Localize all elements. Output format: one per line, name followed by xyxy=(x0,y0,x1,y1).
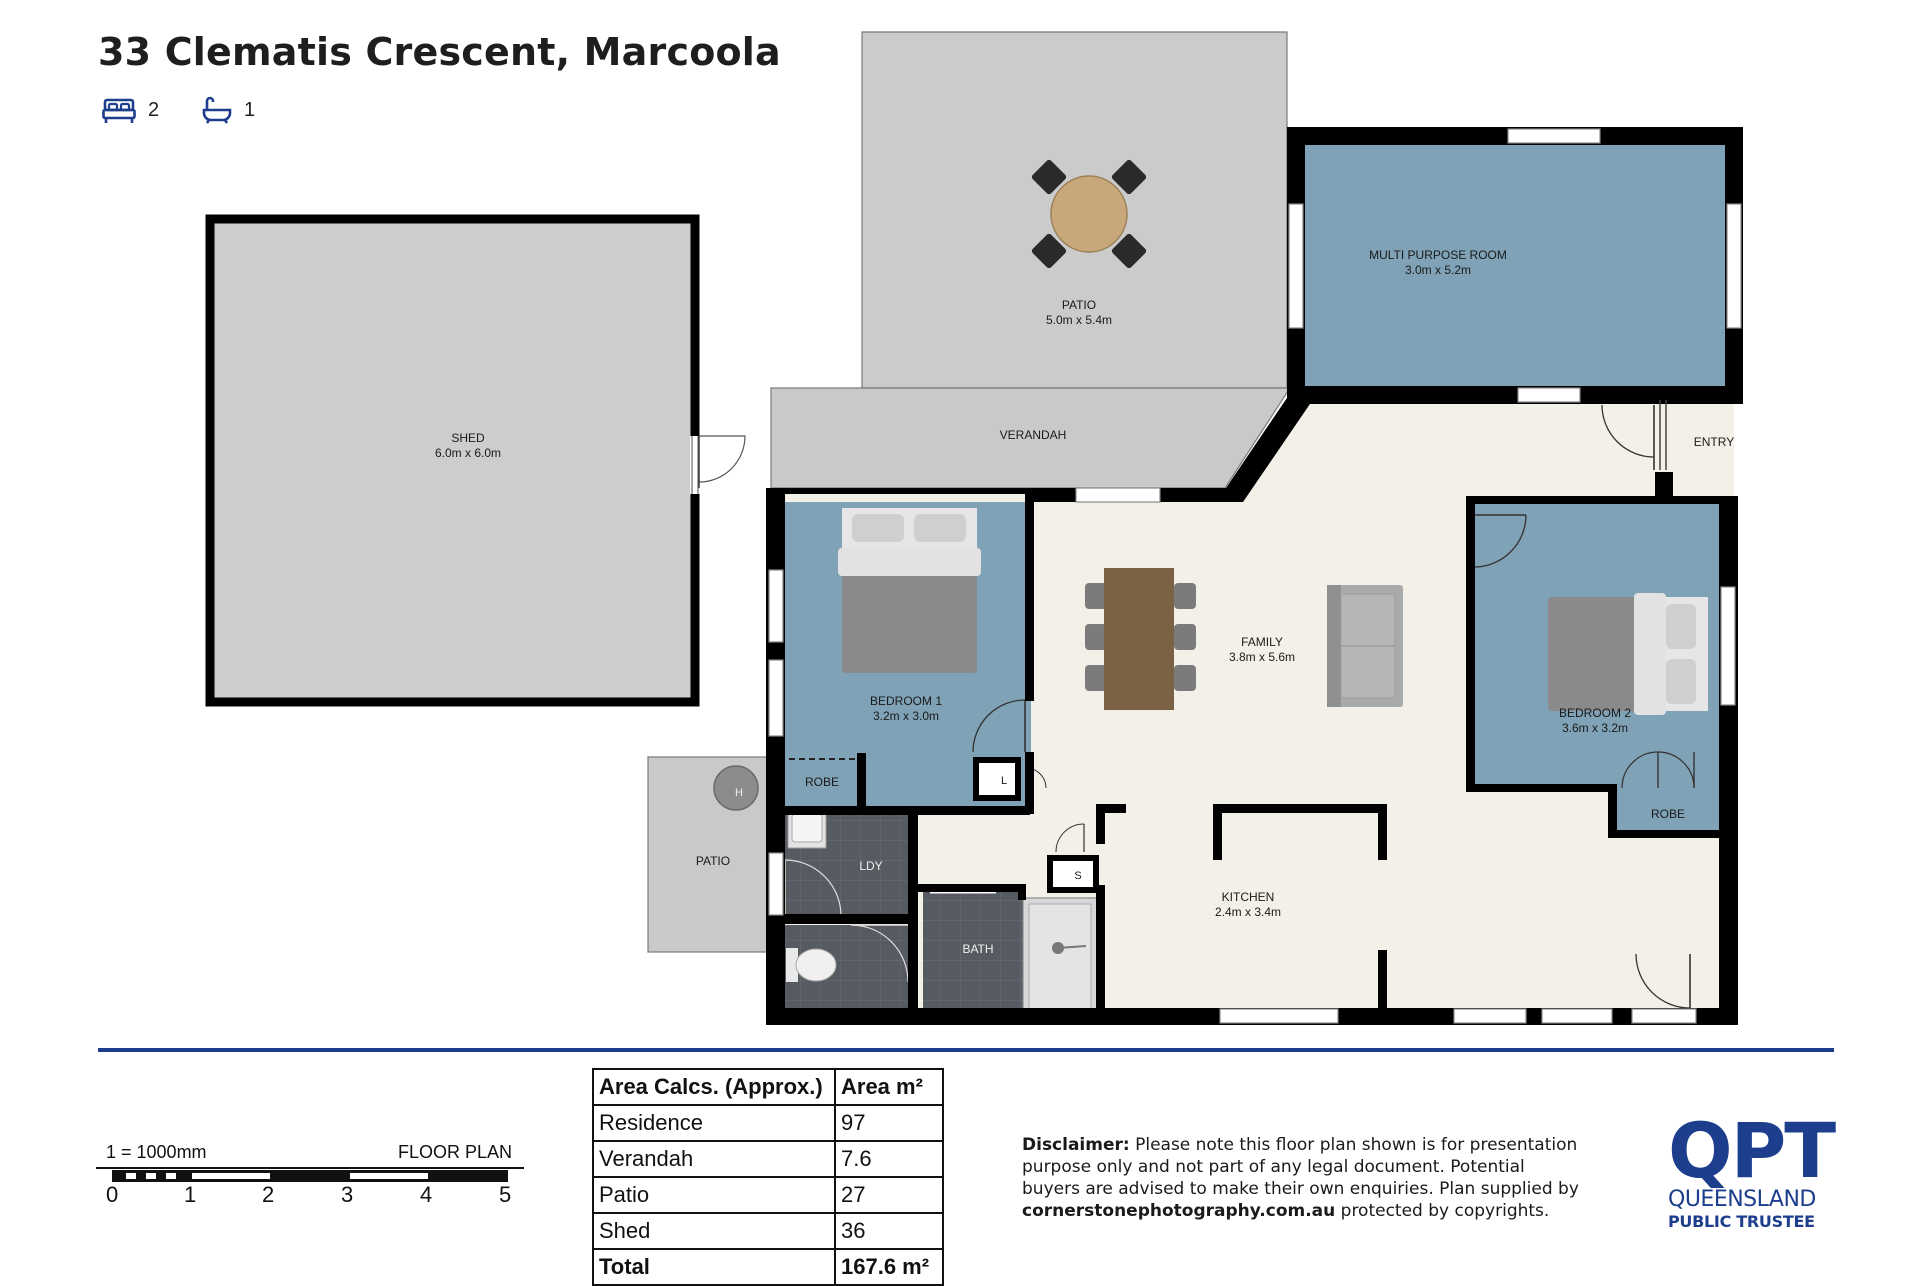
disclaimer-site-link[interactable]: cornerstonephotography.com.au xyxy=(1022,1201,1336,1221)
disclaimer-text: Please note this floor plan shown is for… xyxy=(1022,1135,1579,1199)
windows xyxy=(768,128,1742,1024)
shed-size: 6.0m x 6.0m xyxy=(435,446,501,460)
scale-tick-3: 3 xyxy=(341,1182,354,1207)
table-header-row: Area Calcs. (Approx.) Area m² xyxy=(592,1068,944,1106)
multi-purpose-room xyxy=(1287,127,1743,404)
linen-cupboard xyxy=(973,757,1021,801)
qpt-logo: QPT QUEENSLAND PUBLIC TRUSTEE xyxy=(1668,1106,1838,1231)
row-value: 36 xyxy=(834,1212,944,1250)
bedroom1-size: 3.2m x 3.0m xyxy=(873,709,939,723)
family-size: 3.8m x 5.6m xyxy=(1229,650,1295,664)
disclaimer-heading: Disclaimer: xyxy=(1022,1135,1130,1155)
store-cupboard xyxy=(1047,855,1099,893)
shed-room xyxy=(205,214,746,707)
table-header-name: Area Calcs. (Approx.) xyxy=(592,1068,836,1106)
disclaimer: Disclaimer: Please note this floor plan … xyxy=(1022,1134,1582,1222)
dining-table-icon xyxy=(1085,568,1196,710)
scale-tick-0: 0 xyxy=(106,1182,119,1207)
shed-label: SHED xyxy=(451,431,485,445)
bedroom2-size: 3.6m x 3.2m xyxy=(1562,721,1628,735)
bed-icon xyxy=(838,508,981,673)
bath-label: BATH xyxy=(962,942,993,956)
bedroom2-door xyxy=(1473,514,1527,568)
store-label: S xyxy=(1074,870,1081,882)
robe1-label: ROBE xyxy=(805,775,839,789)
table-header-area: Area m² xyxy=(834,1068,944,1106)
verandah-label: VERANDAH xyxy=(1000,428,1067,442)
table-row: Shed 36 xyxy=(592,1212,944,1250)
bedroom1-door xyxy=(972,699,1026,753)
scale-tick-5: 5 xyxy=(499,1182,512,1207)
bath-room xyxy=(923,892,1023,1018)
table-row: Patio 27 xyxy=(592,1176,944,1214)
linen-label: L xyxy=(1001,775,1007,787)
scale-bar xyxy=(96,1167,524,1182)
kitchen-door xyxy=(1635,953,1691,1009)
area-calcs-table: Area Calcs. (Approx.) Area m² Residence … xyxy=(592,1068,944,1286)
patio-top-label: PATIO xyxy=(1062,298,1096,312)
bedroom2-label: BEDROOM 2 xyxy=(1559,706,1631,720)
row-name: Verandah xyxy=(592,1140,836,1178)
toilet-door xyxy=(850,924,909,983)
disclaimer-tail: protected by copyrights. xyxy=(1335,1201,1550,1221)
logo-line1: QUEENSLAND xyxy=(1668,1187,1816,1212)
patio-top-area xyxy=(861,31,1288,389)
shower-icon xyxy=(1022,897,1098,1017)
dining-table-round-icon xyxy=(1031,159,1147,269)
robe2-doors xyxy=(1621,751,1695,789)
scale-tick-2: 2 xyxy=(262,1182,275,1207)
total-value: 167.6 m² xyxy=(834,1248,944,1286)
sofa-icon xyxy=(1327,585,1403,707)
robe2-room xyxy=(1614,788,1734,833)
bedroom-count: 2 xyxy=(148,98,160,121)
floor-plan: SHED 6.0m x 6.0m PATIO 5.0m x 5.4m MULTI… xyxy=(205,31,1743,1025)
table-row: Verandah 7.6 xyxy=(592,1140,944,1178)
family-label: FAMILY xyxy=(1241,635,1283,649)
multi-purpose-size: 3.0m x 5.2m xyxy=(1405,263,1471,277)
logo-line2: PUBLIC TRUSTEE xyxy=(1668,1212,1815,1231)
patio-side-label: PATIO xyxy=(696,854,730,868)
row-name: Shed xyxy=(592,1212,836,1250)
toilet-icon xyxy=(786,948,837,982)
robe1-room xyxy=(785,757,861,809)
entry-door xyxy=(1601,400,1667,470)
row-name: Residence xyxy=(592,1104,836,1142)
robe2-label: ROBE xyxy=(1651,807,1685,821)
property-address: 33 Clematis Crescent, Marcoola xyxy=(98,30,781,74)
row-name: Patio xyxy=(592,1176,836,1214)
scale-tick-1: 1 xyxy=(184,1182,197,1207)
bed-icon xyxy=(102,98,136,123)
scale-tick-4: 4 xyxy=(420,1182,433,1207)
laundry-tub-icon xyxy=(787,809,827,849)
heater-label: H xyxy=(735,787,743,799)
kitchen-size: 2.4m x 3.4m xyxy=(1215,905,1281,919)
entry-label: ENTRY xyxy=(1694,435,1734,449)
patio-top-size: 5.0m x 5.4m xyxy=(1046,313,1112,327)
bathtub-icon xyxy=(202,96,232,124)
heater-icon xyxy=(713,765,759,811)
row-value: 97 xyxy=(834,1104,944,1142)
table-row: Residence 97 xyxy=(592,1104,944,1142)
laundry-label: LDY xyxy=(859,859,882,873)
section-divider xyxy=(98,1048,1834,1052)
table-total-row: Total 167.6 m² xyxy=(592,1248,944,1286)
bed-icon xyxy=(1548,593,1708,715)
kitchen-label: KITCHEN xyxy=(1222,890,1275,904)
bedroom-count-stat: 2 xyxy=(102,96,159,124)
bathroom-count: 1 xyxy=(244,98,256,121)
floor-plan-label: FLOOR PLAN xyxy=(398,1142,513,1162)
bedroom1-label: BEDROOM 1 xyxy=(870,694,942,708)
row-value: 27 xyxy=(834,1176,944,1214)
logo-mark: QPT xyxy=(1668,1106,1836,1195)
multi-purpose-label: MULTI PURPOSE ROOM xyxy=(1369,248,1507,262)
total-name: Total xyxy=(592,1248,836,1286)
bathroom-count-stat: 1 xyxy=(202,96,255,124)
row-value: 7.6 xyxy=(834,1140,944,1178)
scale-ratio: 1 = 1000mm xyxy=(106,1142,207,1162)
